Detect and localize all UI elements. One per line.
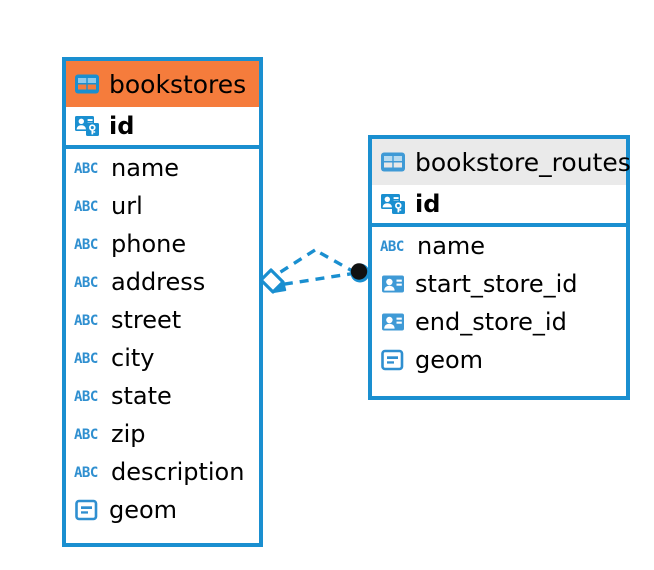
field-name: start_store_id (415, 270, 578, 298)
field-name: description (111, 458, 245, 486)
text-abc-icon: ABC (74, 463, 102, 481)
field-row-start-store-id[interactable]: start_store_id (372, 265, 626, 303)
svg-text:ABC: ABC (380, 239, 404, 255)
field-row-street[interactable]: ABC street (66, 301, 259, 339)
entity-header-bookstore-routes[interactable]: bookstore_routes (372, 139, 631, 185)
field-name: name (111, 154, 180, 182)
field-row-state[interactable]: ABC state (66, 377, 259, 415)
field-name: state (111, 382, 172, 410)
field-name: zip (111, 420, 146, 448)
field-name: name (417, 232, 486, 260)
primary-key-section: id (66, 107, 259, 149)
primary-key-icon (380, 191, 406, 217)
field-row-description[interactable]: ABC description (66, 453, 259, 491)
field-name: geom (109, 496, 178, 524)
svg-text:ABC: ABC (74, 199, 98, 215)
field-row-zip[interactable]: ABC zip (66, 415, 259, 453)
svg-text:ABC: ABC (74, 275, 98, 291)
text-abc-icon: ABC (74, 273, 102, 291)
svg-text:ABC: ABC (74, 313, 98, 329)
field-name: address (111, 268, 206, 296)
field-name: street (111, 306, 182, 334)
field-row-city[interactable]: ABC city (66, 339, 259, 377)
geometry-icon (380, 347, 406, 373)
field-row-end-store-id[interactable]: end_store_id (372, 303, 626, 341)
svg-text:ABC: ABC (74, 389, 98, 405)
primary-key-icon (74, 113, 100, 139)
field-name: city (111, 344, 155, 372)
filled-circle-marker (350, 263, 370, 283)
diamond-marker (259, 268, 287, 294)
entity-bookstore-routes[interactable]: bookstore_routes (368, 135, 631, 400)
entity-title: bookstore_routes (415, 147, 631, 177)
field-name: url (111, 192, 143, 220)
foreign-key-icon (380, 309, 406, 335)
relationship-line (278, 248, 357, 287)
text-abc-icon: ABC (74, 349, 102, 367)
relationship-connector[interactable] (255, 240, 380, 320)
text-abc-icon: ABC (74, 159, 102, 177)
field-name: phone (111, 230, 187, 258)
svg-text:ABC: ABC (74, 351, 98, 367)
field-row-geom[interactable]: geom (372, 341, 626, 379)
table-icon (74, 71, 100, 97)
entity-title: bookstores (109, 69, 247, 99)
text-abc-icon: ABC (74, 387, 102, 405)
field-row-url[interactable]: ABC url (66, 187, 259, 225)
field-row-name[interactable]: ABC name (66, 149, 259, 187)
field-name: geom (415, 346, 484, 374)
field-row-address[interactable]: ABC address (66, 263, 259, 301)
field-row-name[interactable]: ABC name (372, 227, 626, 265)
field-row-id[interactable]: id (372, 185, 626, 223)
field-name: end_store_id (415, 308, 567, 336)
geometry-icon (74, 497, 100, 523)
field-row-id[interactable]: id (66, 107, 259, 145)
text-abc-icon: ABC (380, 237, 408, 255)
svg-text:ABC: ABC (74, 237, 98, 253)
svg-text:ABC: ABC (74, 427, 98, 443)
svg-text:ABC: ABC (74, 465, 98, 481)
entity-header-bookstores[interactable]: bookstores (66, 61, 259, 107)
field-row-geom[interactable]: geom (66, 491, 259, 529)
text-abc-icon: ABC (74, 425, 102, 443)
text-abc-icon: ABC (74, 197, 102, 215)
text-abc-icon: ABC (74, 311, 102, 329)
table-icon (380, 149, 406, 175)
field-name: id (109, 112, 135, 140)
svg-text:ABC: ABC (74, 161, 98, 177)
primary-key-section: id (372, 185, 626, 227)
field-row-phone[interactable]: ABC phone (66, 225, 259, 263)
foreign-key-icon (380, 271, 406, 297)
entity-bookstores[interactable]: bookstores id (62, 57, 263, 547)
field-name: id (415, 190, 441, 218)
text-abc-icon: ABC (74, 235, 102, 253)
